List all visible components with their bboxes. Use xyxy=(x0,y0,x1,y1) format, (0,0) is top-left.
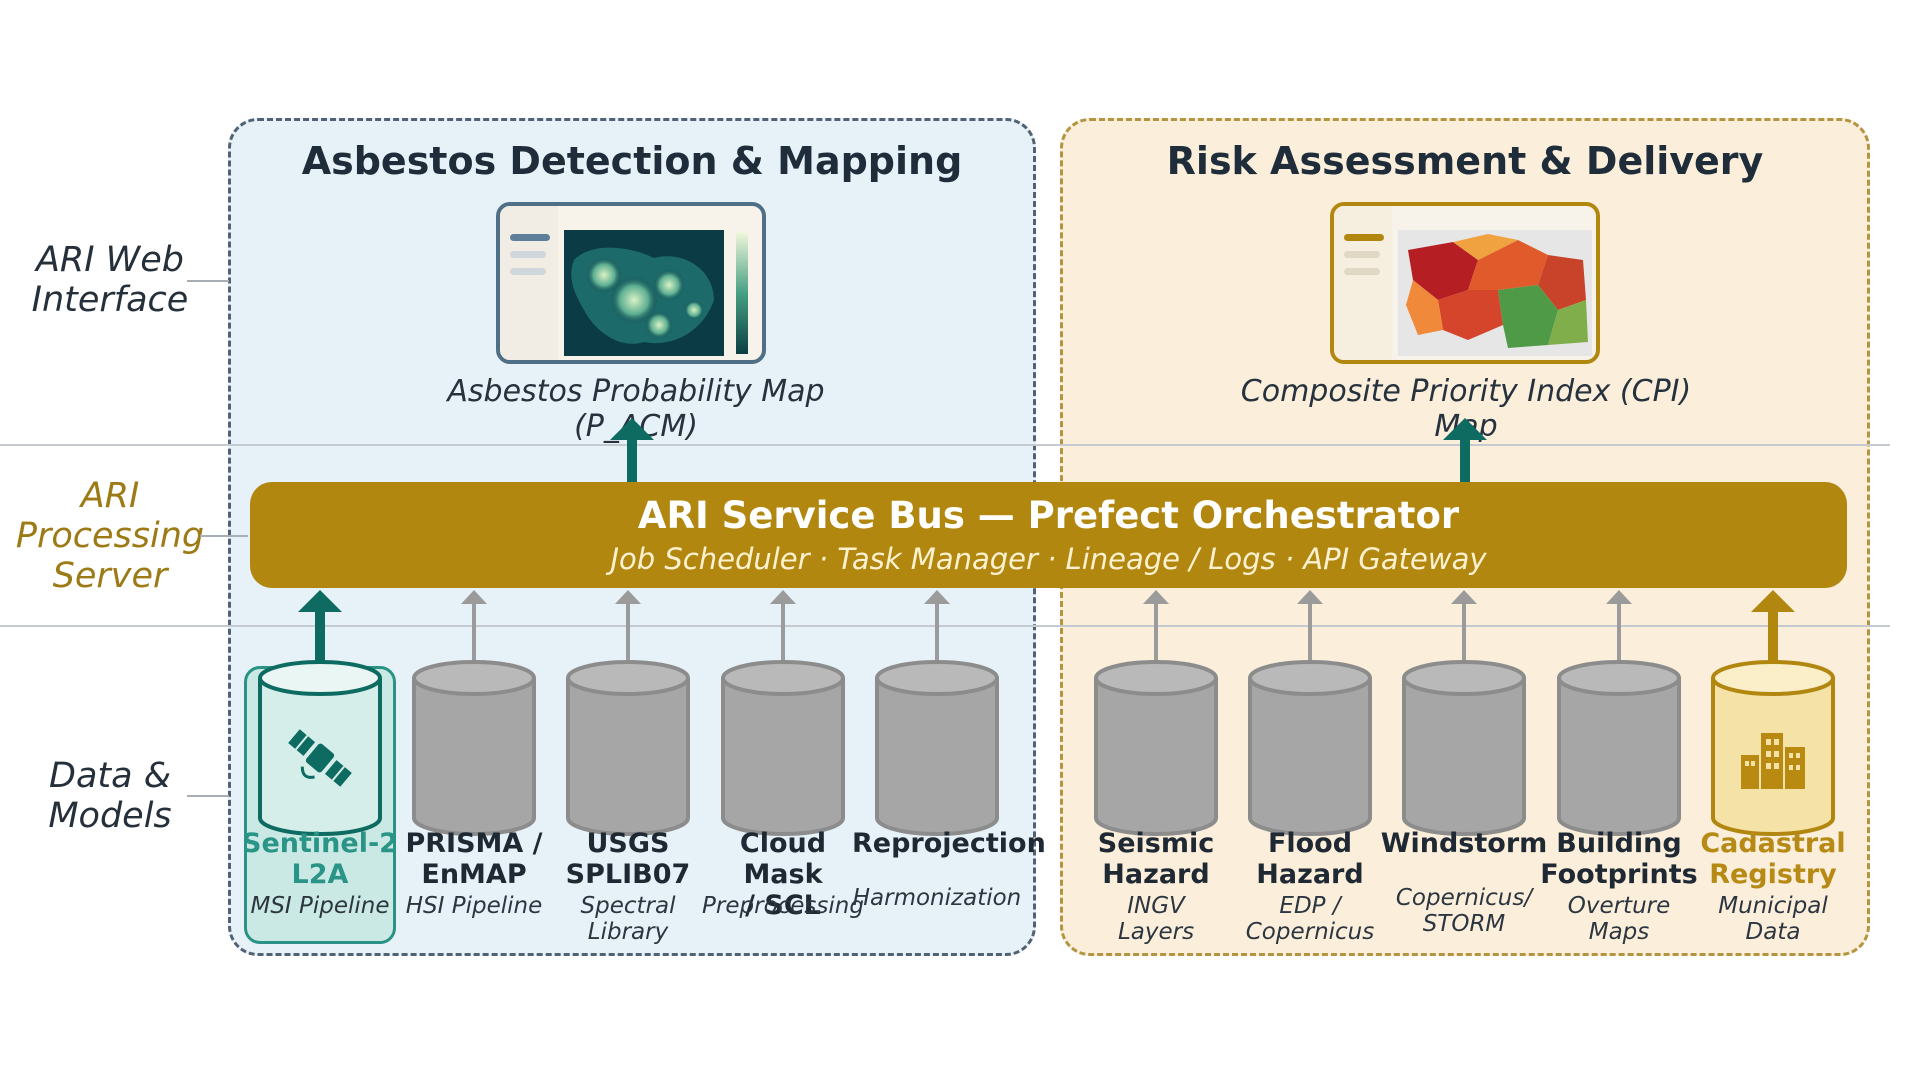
arrow-dataset-9-head xyxy=(1751,590,1795,612)
cylinder-body-3 xyxy=(723,678,843,818)
dataset-name: Flood Hazard xyxy=(1256,828,1364,890)
cylinder-top-3 xyxy=(721,660,845,696)
tier-connector-web xyxy=(187,280,229,282)
cylinder-base-1 xyxy=(414,802,534,834)
arrow-dataset-0-head xyxy=(298,590,342,612)
cylinder-outline-0 xyxy=(258,678,382,836)
tier-label-processing: ARI Processing Server xyxy=(15,476,205,596)
arrow-dataset-7-head xyxy=(1451,590,1477,604)
cylinder-outline-1 xyxy=(412,678,536,836)
cylinder-base-3 xyxy=(723,802,843,834)
risk-panel-title: Risk Assessment & Delivery xyxy=(1166,139,1764,183)
cylinder-base-4 xyxy=(877,802,997,834)
dataset-name: Cloud Mask / SCL xyxy=(739,828,827,921)
dataset-description: INGV Layers xyxy=(1117,893,1195,945)
cylinder-base-6 xyxy=(1250,802,1370,834)
cylinder-base-0 xyxy=(260,802,380,834)
arrow-bus-to-cpi-map-head xyxy=(1443,418,1487,440)
buildings-icon xyxy=(1741,733,1805,789)
dataset-description: Overture Maps xyxy=(1567,893,1671,945)
dataset-name: Cadastral Registry xyxy=(1700,828,1846,890)
window-menu-bar xyxy=(510,234,550,241)
dataset-description: Spectral Library xyxy=(580,893,676,945)
cylinder-outline-9 xyxy=(1711,678,1835,836)
cylinder-body-1 xyxy=(414,678,534,818)
service-bus-subtitle: Job Scheduler · Task Manager · Lineage /… xyxy=(610,542,1487,576)
service-bus: ARI Service Bus — Prefect Orchestrator J… xyxy=(250,482,1847,588)
cylinder-outline-4 xyxy=(875,678,999,836)
dataset-name: Reprojection xyxy=(852,828,1046,859)
arrow-dataset-3-head xyxy=(770,590,796,604)
window-sidebar xyxy=(1334,206,1392,360)
dataset-name: PRISMA / EnMAP xyxy=(405,828,543,890)
arrow-dataset-6-head xyxy=(1297,590,1323,604)
cylinder-top-0 xyxy=(258,660,382,696)
cylinder-outline-6 xyxy=(1248,678,1372,836)
tier-connector-processing xyxy=(200,535,248,537)
tier-divider-top xyxy=(0,444,1890,446)
window-menu-bar xyxy=(510,268,546,275)
cylinder-top-2 xyxy=(566,660,690,696)
dataset-description: HSI Pipeline xyxy=(405,893,543,919)
cylinder-top-5 xyxy=(1094,660,1218,696)
cylinder-base-8 xyxy=(1559,802,1679,834)
asbestos-probability-map xyxy=(564,230,748,356)
cpi-choropleth-map xyxy=(1398,230,1592,356)
dataset-description: MSI Pipeline xyxy=(250,893,390,919)
dataset-name: Building Footprints xyxy=(1540,828,1698,890)
satellite-icon xyxy=(288,729,352,787)
cylinder-outline-7 xyxy=(1402,678,1526,836)
arrow-dataset-5-head xyxy=(1143,590,1169,604)
cylinder-base-9 xyxy=(1713,802,1833,834)
tier-label-web: ARI Web Interface xyxy=(31,240,189,320)
cylinder-body-5 xyxy=(1096,678,1216,818)
window-menu-bar xyxy=(1344,251,1380,258)
arrow-bus-to-asbestos-map-head xyxy=(610,418,654,440)
tier-label-data: Data & Models xyxy=(48,756,172,836)
window-menu-bar xyxy=(510,251,546,258)
dataset-name: USGS SPLIB07 xyxy=(565,828,691,890)
cylinder-outline-5 xyxy=(1094,678,1218,836)
cylinder-base-5 xyxy=(1096,802,1216,834)
cylinder-base-7 xyxy=(1404,802,1524,834)
cylinder-top-1 xyxy=(412,660,536,696)
dataset-description: Municipal Data xyxy=(1718,893,1828,945)
dataset-description: Preprocessing xyxy=(702,893,864,919)
cylinder-outline-8 xyxy=(1557,678,1681,836)
cylinder-top-8 xyxy=(1557,660,1681,696)
cylinder-body-2 xyxy=(568,678,688,818)
dataset-description: Copernicus/ STORM xyxy=(1395,885,1533,937)
asbestos-map-window xyxy=(496,202,766,364)
window-sidebar xyxy=(500,206,558,360)
cylinder-base-2 xyxy=(568,802,688,834)
cylinder-body-6 xyxy=(1250,678,1370,818)
asbestos-panel-title: Asbestos Detection & Mapping xyxy=(301,139,963,183)
cylinder-outline-3 xyxy=(721,678,845,836)
tier-connector-data xyxy=(187,795,229,797)
cylinder-top-6 xyxy=(1248,660,1372,696)
arrow-dataset-8-head xyxy=(1606,590,1632,604)
dataset-name: Seismic Hazard xyxy=(1097,828,1215,890)
arrow-dataset-4-head xyxy=(924,590,950,604)
dataset-description: EDP / Copernicus xyxy=(1245,893,1375,945)
dataset-name: Windstorm xyxy=(1380,828,1548,859)
window-menu-bar xyxy=(1344,234,1384,241)
cylinder-top-4 xyxy=(875,660,999,696)
tier-divider-bottom xyxy=(0,625,1890,627)
arrow-dataset-2-head xyxy=(615,590,641,604)
cylinder-outline-2 xyxy=(566,678,690,836)
cpi-map-window xyxy=(1330,202,1600,364)
dataset-description: Harmonization xyxy=(852,885,1022,911)
cylinder-body-8 xyxy=(1559,678,1679,818)
arrow-dataset-1-head xyxy=(461,590,487,604)
cylinder-top-7 xyxy=(1402,660,1526,696)
cylinder-body-7 xyxy=(1404,678,1524,818)
cylinder-body-4 xyxy=(877,678,997,818)
cylinder-top-9 xyxy=(1711,660,1835,696)
window-menu-bar xyxy=(1344,268,1380,275)
dataset-name: Sentinel-2 L2A xyxy=(242,828,398,890)
service-bus-title: ARI Service Bus — Prefect Orchestrator xyxy=(637,494,1460,537)
